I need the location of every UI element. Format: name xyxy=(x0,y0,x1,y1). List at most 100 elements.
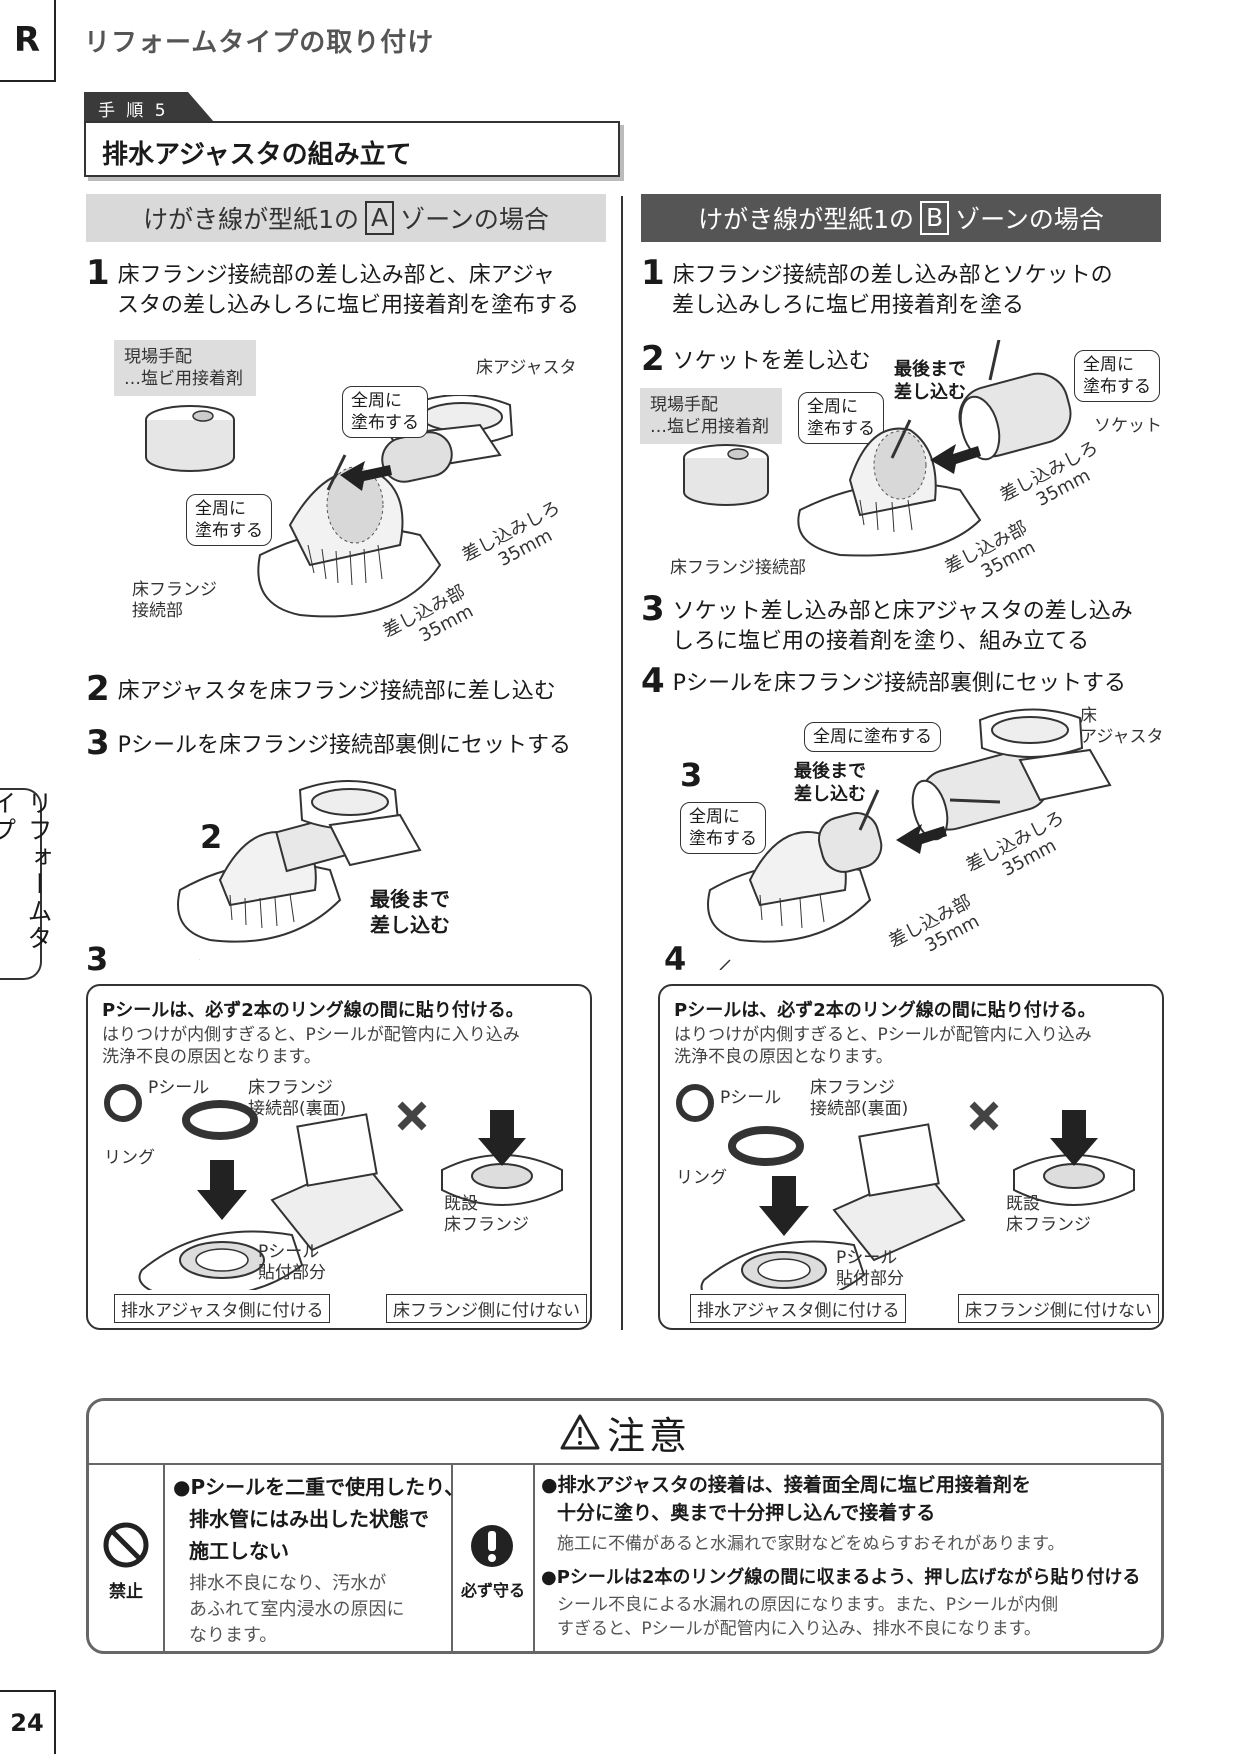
prohibit-bold-a: ●Pシールを二重で使用したり、 xyxy=(173,1475,465,1499)
right-fig-num3: 3 xyxy=(680,756,703,794)
left-step2: 2 床アジャスタを床フランジ接続部に差し込む xyxy=(86,672,616,707)
zone-b-header: けがき線が型紙1の B ゾーンの場合 xyxy=(641,194,1161,242)
left-step2-num: 2 xyxy=(86,669,110,709)
right-note-pseal-area: Pシール 貼付部分 xyxy=(836,1248,904,1290)
right-note-existing-a: 既設 xyxy=(1006,1194,1040,1214)
right-note-existing-b: 床フランジ xyxy=(1006,1215,1091,1235)
right-note-illustration xyxy=(676,1084,1135,1290)
right-step2-num: 2 xyxy=(641,339,665,379)
prohibit-text-b: あふれて室内浸水の原因に xyxy=(189,1599,405,1620)
right-label-adjuster: 床 アジャスタ xyxy=(1080,706,1163,748)
left-note-existing: 既設 床フランジ xyxy=(444,1194,529,1236)
section-letter: R xyxy=(0,0,56,82)
right-note-flange-back-b: 接続部(裏面) xyxy=(810,1099,909,1119)
left-local-supply-b: …塩ビ用接着剤 xyxy=(124,369,243,389)
left-callout-flange: 全周に 塗布する xyxy=(186,494,272,546)
right-note-box: Pシールは、必ず2本のリング線の間に貼り付ける。 はりつけが内側すぎると、Pシー… xyxy=(658,984,1164,1330)
right-push2-a: 最後まで xyxy=(794,761,866,782)
right-callout2: 全周に 塗布する xyxy=(680,802,766,854)
left-note-box: Pシールは、必ず2本のリング線の間に貼り付ける。 はりつけが内側すぎると、Pシー… xyxy=(86,984,592,1330)
zone-a-header: けがき線が型紙1の A ゾーンの場合 xyxy=(86,194,606,242)
right-note-ok-label: 排水アジャスタ側に付ける xyxy=(690,1294,907,1323)
left-note-existing-b: 床フランジ xyxy=(444,1215,529,1235)
caution-header: 注意 xyxy=(89,1401,1161,1465)
right-push-a: 最後まで xyxy=(894,359,966,380)
must-do-label: 必ず守る xyxy=(460,1581,525,1600)
must2-text: シール不良による水漏れの原因になります。また、Pシールが内側 すぎると、Pシール… xyxy=(557,1593,1058,1641)
caution-divider-3 xyxy=(533,1463,535,1651)
right-step4-text: Pシールを床フランジ接続部裏側にセットする xyxy=(672,671,1126,696)
ng-cross-icon xyxy=(397,1101,427,1131)
right-step1-num: 1 xyxy=(641,253,665,293)
left-note-bold: Pシールは、必ず2本のリング線の間に貼り付ける。 xyxy=(102,1000,524,1021)
left-step3-text: Pシールを床フランジ接続部裏側にセットする xyxy=(117,733,571,758)
warning-triangle-icon xyxy=(560,1414,600,1450)
right-label-adjuster-b: アジャスタ xyxy=(1080,727,1164,747)
left-note-pseal-area-b: 貼付部分 xyxy=(258,1263,326,1283)
left-label-flange-b: 接続部 xyxy=(132,601,183,621)
left-fig1-illustration xyxy=(145,395,514,618)
left-push-b: 差し込む xyxy=(370,913,450,937)
right-callout-flange-a: 全周に xyxy=(807,397,858,417)
left-local-supply-a: 現場手配 xyxy=(124,347,192,367)
insert-arrow-icon xyxy=(930,444,981,474)
right-step3-text-b: しろに塩ビ用の接着剤を塗り、組み立てる xyxy=(672,629,1090,654)
right-local-supply-b: …塩ビ用接着剤 xyxy=(650,417,769,437)
left-step3-num: 3 xyxy=(86,723,110,763)
adhesive-can-icon xyxy=(145,405,235,472)
prohibit-bold-b: 排水管にはみ出した状態で xyxy=(189,1507,429,1531)
left-step1-text-a: 床フランジ接続部の差し込み部と、床アジャ xyxy=(117,263,555,288)
right-push2: 最後まで 差し込む xyxy=(794,760,866,806)
down-arrow-icon xyxy=(759,1176,809,1236)
caution-box: 注意 禁止 ●Pシールを二重で使用したり、 排水管にはみ出した状態で 施工しない… xyxy=(86,1398,1164,1654)
right-push: 最後まで 差し込む xyxy=(894,358,966,404)
right-label-socket: ソケット xyxy=(1094,416,1162,436)
zone-a-post: ゾーンの場合 xyxy=(400,205,549,234)
right-step1-text-b: 差し込みしろに塩ビ用接着剤を塗る xyxy=(672,293,1025,318)
left-note-ok-label: 排水アジャスタ側に付ける xyxy=(114,1294,331,1323)
right-callout2-b: 塗布する xyxy=(689,829,757,849)
right-push-b: 差し込む xyxy=(894,382,966,403)
left-step1-text-b: スタの差し込みしろに塩ビ用接着剤を塗布する xyxy=(117,293,580,318)
left-callout-flange-a: 全周に xyxy=(195,499,246,519)
prohibit-icon xyxy=(103,1522,149,1568)
right-note-flange-back-a: 床フランジ xyxy=(810,1078,895,1098)
left-note-flange-back-a: 床フランジ xyxy=(248,1078,333,1098)
floor-flange-drawing xyxy=(257,454,442,618)
right-local-supply-a: 現場手配 xyxy=(650,395,718,415)
right-step4-num: 4 xyxy=(641,661,665,701)
prohibit-bold-c: 施工しない xyxy=(189,1539,289,1563)
left-step2-text: 床アジャスタを床フランジ接続部に差し込む xyxy=(117,679,556,704)
right-callout-flange-b: 塗布する xyxy=(807,419,875,439)
right-fig-num4: 4 xyxy=(664,940,687,978)
must1-text: 施工に不備があると水漏れで家財などをぬらすおそれがあります。 xyxy=(557,1534,1065,1554)
right-note-ring: リング xyxy=(676,1168,727,1188)
ok-circle-icon xyxy=(676,1084,714,1122)
left-note-pseal: Pシール xyxy=(148,1078,210,1098)
caution-divider-1 xyxy=(163,1463,165,1651)
prohibit-label: 禁止 xyxy=(109,1582,143,1602)
right-note-pseal-area-b: 貼付部分 xyxy=(836,1269,904,1289)
must1-bold-a: ●排水アジャスタの接着は、接着面全周に塩ビ用接着剤を xyxy=(541,1474,1031,1496)
right-callout-socket: 全周に 塗布する xyxy=(1074,350,1160,402)
caution-title: 注意 xyxy=(606,1413,691,1458)
left-fig2-illustration xyxy=(177,780,422,960)
right-note-existing: 既設 床フランジ xyxy=(1006,1194,1091,1236)
must1-bold-b: 十分に塗り、奥まで十分押し込んで接着する xyxy=(557,1502,936,1524)
left-label-flange-a: 床フランジ xyxy=(132,580,217,600)
left-step3: 3 Pシールを床フランジ接続部裏側にセットする xyxy=(86,726,616,761)
left-push: 最後まで 差し込む xyxy=(370,886,450,938)
p-seal-ring-icon xyxy=(182,1100,258,1140)
right-local-supply: 現場手配 …塩ビ用接着剤 xyxy=(640,388,782,444)
zone-b-pre: けがき線が型紙1の xyxy=(698,205,914,234)
left-label-flange: 床フランジ 接続部 xyxy=(132,580,217,622)
down-arrow-icon xyxy=(197,1160,247,1220)
left-callout-adjuster-b: 塗布する xyxy=(351,413,419,433)
page-title: リフォームタイプの取り付け xyxy=(84,28,435,58)
left-label-adjuster: 床アジャスタ xyxy=(476,358,577,378)
right-push2-b: 差し込む xyxy=(794,784,866,805)
must2-text-b: すぎると、Pシールが配管内に入り込み、排水不良になります。 xyxy=(557,1619,1041,1639)
zone-b-box: B xyxy=(920,201,950,235)
